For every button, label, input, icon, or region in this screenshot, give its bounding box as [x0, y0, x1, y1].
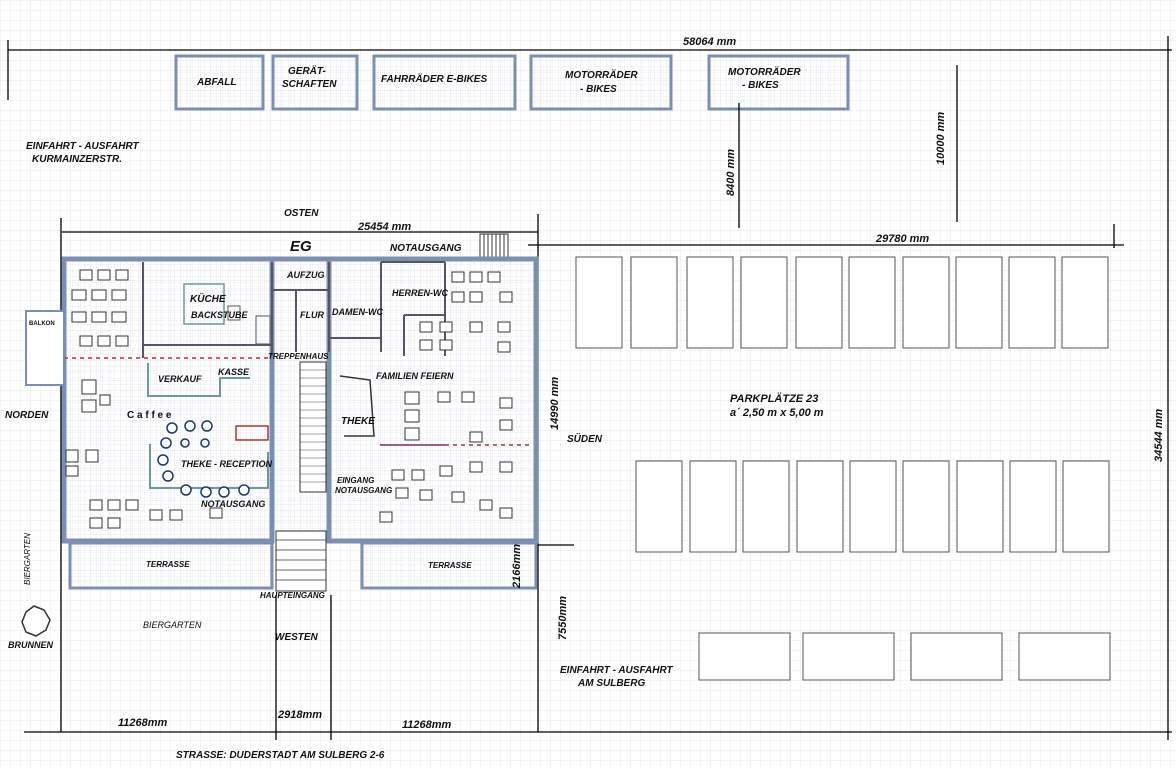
direction-north: NORDEN: [5, 410, 49, 421]
entrance-sulberg-street: AM SULBERG: [577, 678, 645, 689]
parking-size: a´ 2,50 m x 5,00 m: [730, 407, 824, 419]
svg-text:TERRASSE: TERRASSE: [428, 561, 472, 570]
svg-text:FAHRRÄDER E-BIKES: FAHRRÄDER E-BIKES: [381, 72, 487, 85]
front-depth-label: 7550mm: [557, 596, 569, 640]
room-theke-reception: THEKE - RECEPTION: [181, 459, 273, 469]
room-treppenhaus: TREPPENHAUS: [268, 352, 329, 361]
terrace-left: TERRASSE: [68, 541, 274, 590]
direction-west: WESTEN: [275, 632, 319, 643]
biergarten: BIERGARTEN: [143, 620, 202, 630]
floor-title: EG: [290, 238, 312, 255]
bar-stools: [157, 420, 250, 498]
room-kasse: KASSE: [218, 367, 250, 377]
svg-text:- BIKES: - BIKES: [742, 80, 779, 91]
room-theke: THEKE: [341, 416, 375, 427]
outbuilding-motorraeder-1: MOTORRÄDER - BIKES: [529, 54, 673, 111]
svg-text:MOTORRÄDER: MOTORRÄDER: [728, 65, 801, 78]
direction-east: OSTEN: [284, 208, 319, 219]
svg-text:ABFALL: ABFALL: [196, 77, 236, 88]
svg-text:GERÄT-: GERÄT-: [288, 64, 326, 77]
outbuilding-motorraeder-2: MOTORRÄDER - BIKES: [707, 54, 850, 111]
right-front-label: 11268mm: [402, 719, 452, 731]
brunnen: BRUNNEN: [8, 640, 54, 650]
entrance-kurmainzer-street: KURMAINZERSTR.: [32, 154, 122, 165]
total-width-label: 58064 mm: [683, 36, 736, 48]
street-label: STRASSE: DUDERSTADT AM SULBERG 2-6: [176, 750, 385, 761]
shed-offset-label: 8400 mm: [725, 149, 737, 196]
svg-text:TERRASSE: TERRASSE: [146, 560, 190, 569]
room-aufzug: AUFZUG: [286, 270, 325, 280]
parking-title: PARKPLÄTZE 23: [730, 392, 818, 405]
entrance-kurmainzer: EINFAHRT - AUSFAHRT: [26, 141, 139, 152]
terrace-right: TERRASSE: [360, 541, 538, 590]
room-eingang: EINGANG: [337, 476, 374, 485]
room-kueche: KÜCHE: [190, 292, 226, 305]
notausgang-top: NOTAUSGANG: [390, 243, 462, 254]
room-flur: FLUR: [300, 310, 324, 320]
room-balkon: BALKON: [29, 321, 55, 327]
svg-text:MOTORRÄDER: MOTORRÄDER: [565, 68, 638, 81]
room-verkauf: VERKAUF: [158, 374, 202, 384]
tables-left: [65, 269, 223, 529]
biergarten-vertical: BIERGARTEN: [23, 533, 32, 585]
outbuilding-fahrraeder: FAHRRÄDER E-BIKES: [372, 54, 517, 111]
haupteingang: HAUPTEINGANG: [260, 591, 325, 600]
room-damen-wc: DAMEN-WC: [332, 307, 383, 317]
left-front-label: 11268mm: [118, 717, 168, 729]
total-depth-label: 34544 mm: [1153, 409, 1165, 462]
notausgang-left: NOTAUSGANG: [201, 499, 265, 509]
tables-right: [379, 271, 513, 523]
outbuilding-abfall: ABFALL: [174, 54, 265, 111]
fountain-icon: [21, 605, 51, 637]
parking-spaces: [575, 256, 1111, 681]
room-herren-wc: HERREN-WC: [392, 288, 448, 298]
room-backstube: BACKSTUBE: [191, 310, 248, 320]
svg-text:- BIKES: - BIKES: [580, 84, 617, 95]
room-eingang-notausgang: NOTAUSGANG: [335, 486, 392, 495]
building-width-label: 25454 mm: [357, 221, 411, 233]
room-familien-feiern: FAMILIEN FEIERN: [376, 371, 454, 381]
building-depth-label: 14990 mm: [549, 377, 561, 430]
outbuilding-geraeteschaften: GERÄT- SCHAFTEN: [271, 54, 359, 111]
svg-text:SCHAFTEN: SCHAFTEN: [282, 79, 337, 90]
direction-south: SÜDEN: [567, 432, 603, 445]
shed-depth-label: 10000 mm: [935, 112, 947, 165]
terrace-depth-label: 2166mm: [511, 544, 523, 589]
room-caffee: C a f f e e: [127, 410, 172, 421]
entrance-sulberg: EINFAHRT - AUSFAHRT: [560, 665, 673, 676]
main-entrance-stairs: [275, 530, 327, 592]
emergency-stairs: [479, 233, 509, 259]
parking-width-label: 29780 mm: [875, 233, 929, 245]
entry-width-label: 2918mm: [277, 709, 322, 721]
